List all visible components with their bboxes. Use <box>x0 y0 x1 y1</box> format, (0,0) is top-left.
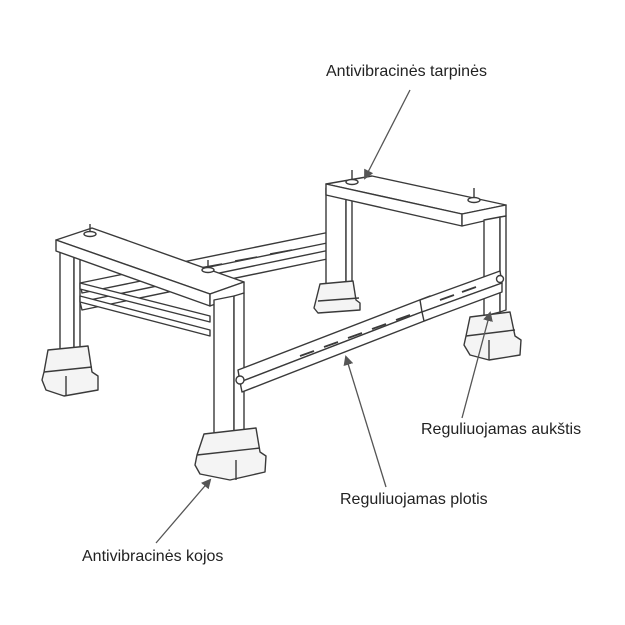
front-telescopic-rail <box>235 270 505 393</box>
label-anti-vibration-feet: Antivibracinės kojos <box>82 548 224 565</box>
label-adjustable-width: Reguliuojamas plotis <box>340 491 488 508</box>
arrow-height <box>461 311 493 419</box>
right-frame <box>325 175 522 361</box>
anti-vibration-pads <box>83 170 481 274</box>
arrow-pads <box>364 89 411 180</box>
arrow-feet <box>155 478 212 544</box>
front-left-foot <box>194 427 267 481</box>
leader-arrows <box>155 89 493 544</box>
back-right-leg <box>313 185 361 314</box>
back-left-foot <box>41 345 99 397</box>
arrow-width <box>343 355 387 488</box>
label-anti-vibration-pads: Antivibracinės tarpinės <box>326 63 487 80</box>
label-adjustable-height: Reguliuojamas aukštis <box>421 421 582 438</box>
